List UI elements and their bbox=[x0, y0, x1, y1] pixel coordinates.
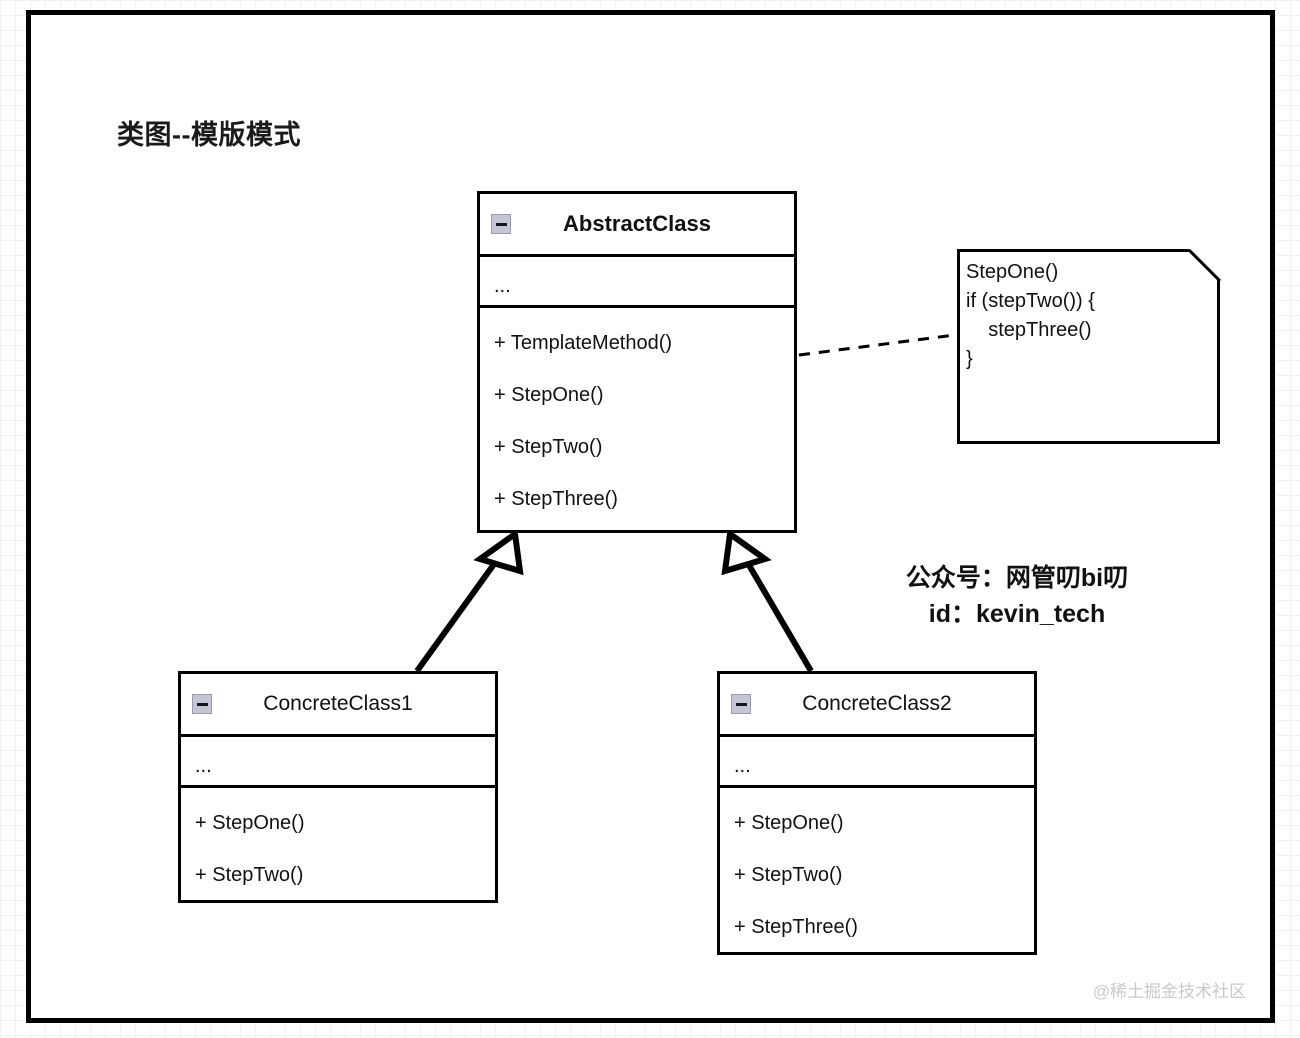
uml-method-row: + TemplateMethod() bbox=[494, 332, 673, 354]
collapse-minus-icon[interactable] bbox=[491, 214, 511, 234]
generalization-concreteclass2 bbox=[721, 528, 814, 673]
uml-attributes-placeholder: ... bbox=[734, 755, 751, 777]
uml-attributes-compartment: ... bbox=[720, 737, 1034, 788]
uml-method-row: + StepTwo() bbox=[734, 864, 843, 886]
uml-class-concreteclass2[interactable]: ConcreteClass2 ... + StepOne() + StepTwo… bbox=[717, 671, 1037, 955]
uml-class-name: AbstractClass bbox=[563, 211, 711, 236]
uml-attributes-placeholder: ... bbox=[494, 275, 511, 297]
wechat-watermark: 公众号：网管叨bi叨 id：kevin_tech bbox=[867, 560, 1167, 632]
uml-class-header: AbstractClass bbox=[480, 194, 794, 257]
uml-class-concreteclass1[interactable]: ConcreteClass1 ... + StepOne() + StepTwo… bbox=[178, 671, 498, 903]
uml-class-abstractclass[interactable]: AbstractClass ... + TemplateMethod() + S… bbox=[477, 191, 797, 533]
uml-methods-compartment: + StepOne() + StepTwo() + StepThree() bbox=[720, 788, 1034, 961]
uml-method-row: + StepTwo() bbox=[195, 864, 304, 886]
uml-attributes-compartment: ... bbox=[181, 737, 495, 788]
uml-methods-compartment: + TemplateMethod() + StepOne() + StepTwo… bbox=[480, 308, 794, 533]
uml-class-name: ConcreteClass1 bbox=[263, 692, 413, 715]
uml-method-row: + StepThree() bbox=[494, 488, 618, 510]
uml-method-row: + StepOne() bbox=[494, 384, 604, 406]
page-title: 类图--模版模式 bbox=[117, 120, 301, 150]
note-body bbox=[957, 249, 1220, 444]
uml-method-row: + StepThree() bbox=[734, 916, 858, 938]
note-anchor-line bbox=[798, 333, 956, 357]
wechat-id-line: id：kevin_tech bbox=[928, 600, 1106, 628]
uml-attributes-placeholder: ... bbox=[195, 755, 212, 777]
wechat-account-line: 公众号：网管叨bi叨 bbox=[905, 564, 1129, 592]
site-watermark: @稀土掘金技术社区 bbox=[1092, 982, 1246, 1001]
uml-class-header: ConcreteClass1 bbox=[181, 674, 495, 737]
uml-note[interactable]: StepOne() if (stepTwo()) { stepThree() } bbox=[957, 248, 1221, 444]
uml-method-row: + StepTwo() bbox=[494, 436, 603, 458]
uml-attributes-compartment: ... bbox=[480, 257, 794, 308]
uml-class-name: ConcreteClass2 bbox=[802, 692, 952, 715]
diagram-canvas: 类图--模版模式 AbstractClass bbox=[26, 10, 1275, 1023]
note-text: StepOne() if (stepTwo()) { stepThree() } bbox=[966, 261, 1095, 370]
note-fold-corner-icon bbox=[1187, 248, 1221, 282]
collapse-minus-icon[interactable] bbox=[731, 694, 751, 714]
generalization-concreteclass1 bbox=[414, 528, 524, 673]
uml-method-row: + StepOne() bbox=[734, 812, 844, 834]
uml-methods-compartment: + StepOne() + StepTwo() bbox=[181, 788, 495, 909]
collapse-minus-icon[interactable] bbox=[192, 694, 212, 714]
uml-class-header: ConcreteClass2 bbox=[720, 674, 1034, 737]
uml-method-row: + StepOne() bbox=[195, 812, 305, 834]
